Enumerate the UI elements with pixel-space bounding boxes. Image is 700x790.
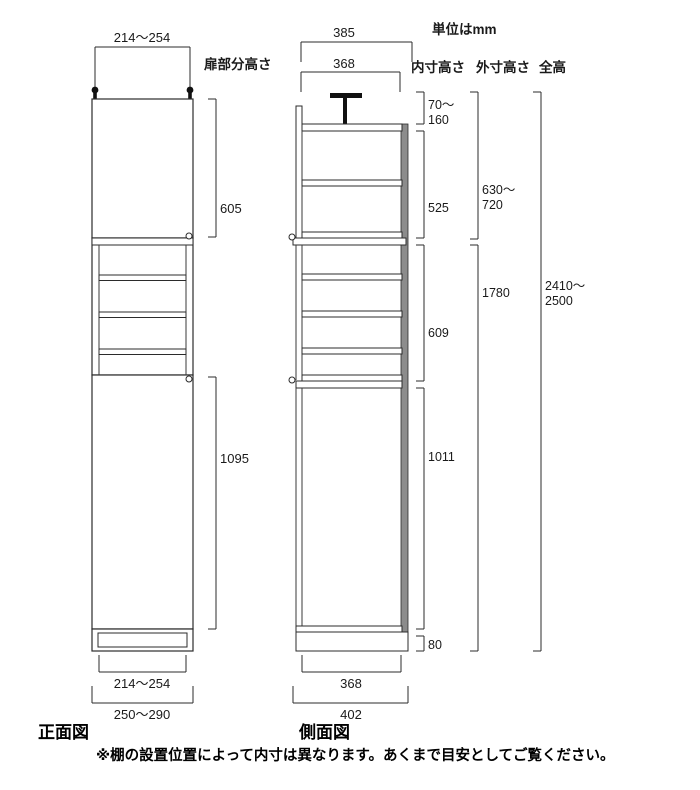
side-base-plinth — [295, 631, 409, 652]
front-outer-width-label: 250〜290 — [114, 707, 170, 722]
side-bottom-inner-width-dimension: 368 — [301, 655, 402, 691]
inner-height-seg5-label: 80 — [428, 638, 442, 652]
inner-height-dimension-column: 70〜 160 525 609 1011 80 — [416, 91, 455, 652]
side-outer-width-label: 402 — [340, 707, 362, 722]
outer-height-seg1-line2: 720 — [482, 198, 503, 212]
front-upper-door — [91, 98, 194, 239]
side-upper-section — [288, 123, 407, 246]
front-lower-door — [91, 374, 194, 630]
front-lower-door-knob — [185, 375, 193, 383]
side-inner-width-label: 368 — [340, 676, 362, 691]
front-view-group: 214〜254 扉部分高さ — [38, 30, 272, 742]
side-shelf-board — [301, 273, 403, 281]
total-height-dimension-column: 2410〜 2500 — [533, 91, 585, 652]
outer-height-dimension-column: 630〜 720 1780 — [470, 91, 515, 652]
total-height-column-header: 全高 — [538, 59, 566, 75]
side-lower-door-knob — [288, 376, 296, 384]
side-mid-divider-board — [292, 237, 407, 246]
side-lower-top-board — [295, 380, 403, 389]
front-upper-door-height-label: 605 — [220, 201, 242, 216]
front-shelf-board — [98, 348, 187, 355]
front-door-height-label: 扉部分高さ — [204, 56, 272, 72]
front-inner-width-label: 214〜254 — [114, 676, 170, 691]
inner-height-seg1-line1: 70〜 — [428, 98, 454, 112]
front-top-width-label: 214〜254 — [114, 30, 170, 45]
side-inner-top-width-label: 368 — [333, 56, 355, 71]
front-cabinet-body — [91, 98, 194, 652]
total-height-line1: 2410〜 — [545, 279, 585, 293]
front-lower-door-dimension: 1095 — [208, 376, 249, 630]
front-shelf-board — [98, 274, 187, 281]
side-middle-section — [288, 245, 403, 384]
front-shelf-boards — [91, 237, 194, 375]
front-shelf-board — [98, 311, 187, 318]
footnote-text: ※棚の設置位置によって内寸は異なります。あくまで目安としてご覧ください。 — [96, 746, 615, 764]
side-lower-section — [295, 380, 409, 652]
inner-height-seg4-label: 1011 — [428, 450, 455, 464]
side-middle-bottom-board — [301, 374, 403, 382]
side-outer-top-width-label: 385 — [333, 25, 355, 40]
side-shelf-board — [301, 347, 403, 355]
side-upper-top-board — [301, 123, 403, 132]
front-upper-door-knob — [185, 232, 193, 240]
side-lower-bottom-board — [295, 625, 403, 633]
inner-height-seg2-label: 525 — [428, 201, 449, 215]
front-view-caption: 正面図 — [38, 723, 89, 742]
inner-height-seg1-line2: 160 — [428, 113, 449, 127]
front-upper-door-dimension: 605 — [208, 98, 242, 238]
front-shelf-top-board — [91, 237, 194, 246]
side-inner-top-width-dimension: 368 — [300, 56, 401, 92]
front-top-width-dimension: 214〜254 — [91, 30, 194, 100]
side-upper-door-knob — [288, 233, 296, 241]
side-view-caption: 側面図 — [298, 722, 350, 742]
total-height-line2: 2500 — [545, 294, 573, 308]
front-bottom-outer-width-dimension: 250〜290 — [91, 686, 194, 722]
outer-height-seg2-label: 1780 — [482, 286, 510, 300]
units-note-label: 単位はmm — [432, 21, 497, 37]
side-top-adjuster — [330, 93, 362, 128]
outer-height-column-header: 外寸高さ — [476, 59, 530, 75]
side-shelf-board — [301, 310, 403, 318]
front-bottom-inner-width-dimension: 214〜254 — [98, 655, 187, 691]
side-view-group: 385 368 単位はmm 内寸高さ 外寸高さ 全高 — [288, 21, 566, 742]
front-lower-door-height-label: 1095 — [220, 451, 249, 466]
outer-height-seg1-line1: 630〜 — [482, 183, 515, 197]
side-shelf-board — [301, 179, 403, 187]
side-upper-bottom-board — [301, 231, 403, 239]
inner-height-column-header: 内寸高さ — [411, 59, 465, 75]
front-base-inner — [97, 632, 188, 648]
side-outer-top-width-dimension: 385 — [300, 25, 413, 62]
side-bottom-outer-width-dimension: 402 — [292, 686, 409, 722]
side-upper-left-rail — [295, 105, 303, 242]
inner-height-seg3-label: 609 — [428, 326, 449, 340]
